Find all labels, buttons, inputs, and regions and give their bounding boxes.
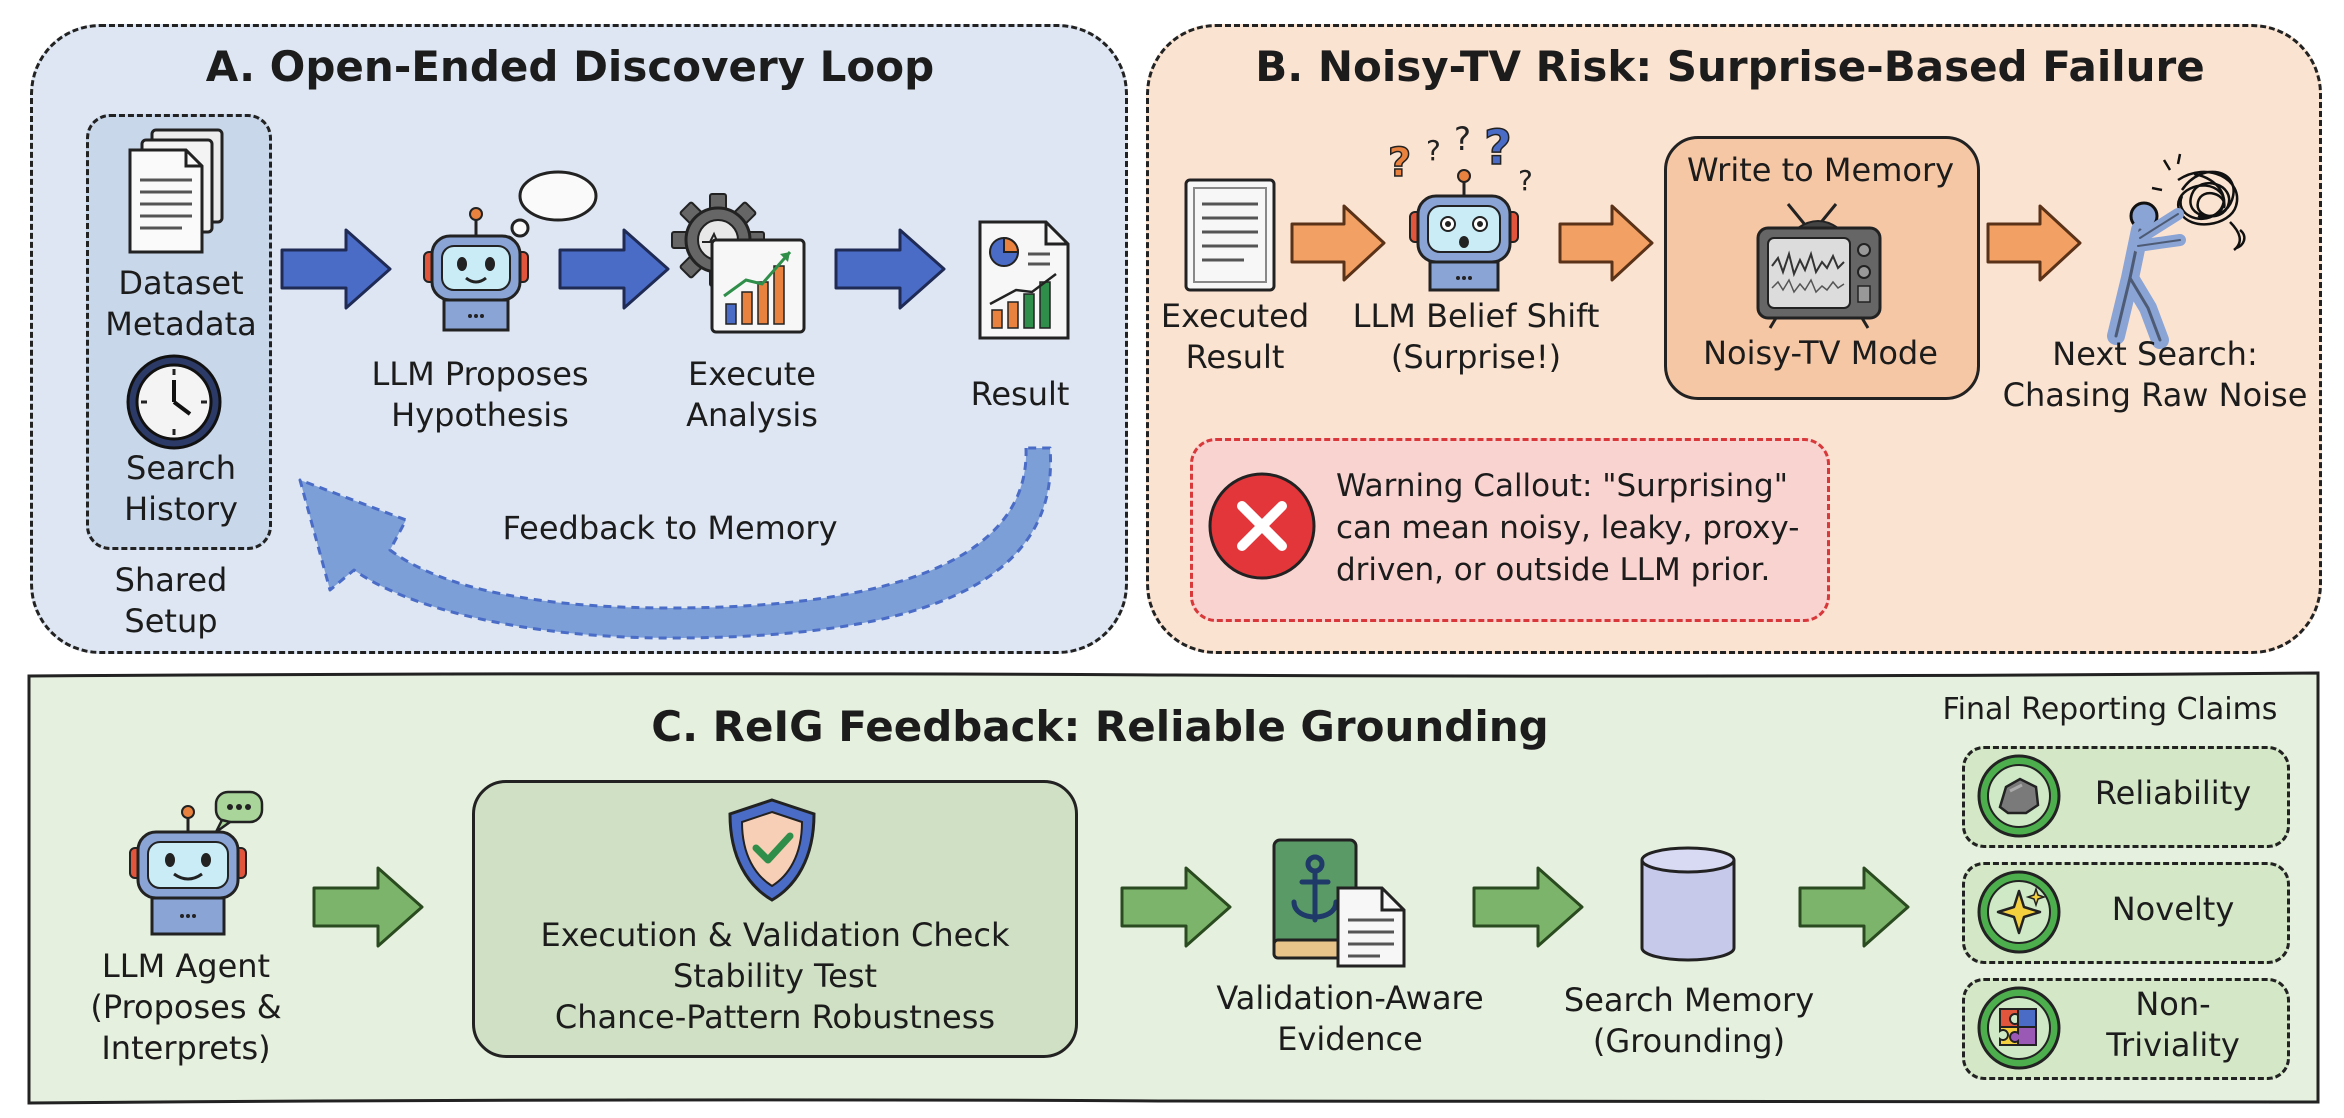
panel-a-title: A. Open-Ended Discovery Loop xyxy=(205,42,935,91)
llm-proposes-label-2: Hypothesis xyxy=(391,396,569,434)
executed-result-label-2: Result xyxy=(1185,338,1285,376)
claim-nontriviality-label: Non-Triviality xyxy=(2072,984,2274,1066)
shared-setup-label-1: Shared xyxy=(114,561,228,599)
next-search-label-1: Next Search: xyxy=(2052,335,2258,373)
svg-text:?: ? xyxy=(1454,120,1471,158)
arrow-green-2 xyxy=(1120,866,1232,948)
svg-text:?: ? xyxy=(1484,120,1512,176)
check-label-1: Execution & Validation Check xyxy=(540,916,1010,954)
claim-nontriviality-text: Non-Triviality xyxy=(2106,985,2240,1064)
surprised-robot-icon: ? ? ? ? ? xyxy=(1387,119,1533,292)
execute-analysis-label-2: Analysis xyxy=(686,396,818,434)
arrow-blue-1 xyxy=(280,228,392,310)
arrow-orange-2 xyxy=(1558,204,1654,282)
check-label-3: Chance-Pattern Robustness xyxy=(554,998,996,1036)
panel-c-title: C. ReIG Feedback: Reliable Grounding xyxy=(651,702,1549,751)
arrow-blue-2 xyxy=(558,228,670,310)
claims-title: Final Reporting Claims xyxy=(1942,692,2278,727)
check-label-2: Stability Test xyxy=(672,957,878,995)
belief-shift-label-1: LLM Belief Shift xyxy=(1352,297,1600,335)
llm-agent-label-1: LLM Agent xyxy=(101,947,271,985)
puzzle-icon xyxy=(1977,986,2061,1070)
search-history-label-2: History xyxy=(124,490,238,528)
warning-line-3: driven, or outside LLM prior. xyxy=(1336,552,1771,588)
svg-text:?: ? xyxy=(1426,134,1441,167)
dataset-label-2: Metadata xyxy=(105,305,257,343)
database-icon xyxy=(1640,846,1736,962)
shared-setup-label-2: Setup xyxy=(124,602,218,640)
arrow-orange-1 xyxy=(1290,204,1386,282)
close-circle-icon xyxy=(1208,472,1316,580)
documents-icon xyxy=(128,128,224,254)
warning-line-1: Warning Callout: "Surprising" xyxy=(1336,468,1788,504)
gear-chart-icon xyxy=(671,193,806,334)
svg-text:?: ? xyxy=(1518,164,1533,197)
result-label: Result xyxy=(970,375,1070,413)
arrow-green-4 xyxy=(1798,866,1910,948)
arrow-green-1 xyxy=(312,866,424,948)
anchor-evidence-icon xyxy=(1272,838,1406,968)
next-search-label-2: Chasing Raw Noise xyxy=(2002,376,2308,414)
shield-check-icon xyxy=(728,798,816,902)
feedback-curved-arrow xyxy=(298,446,1053,640)
panel-b-title: B. Noisy-TV Risk: Surprise-Based Failure xyxy=(1255,42,2205,91)
robot-agent-icon xyxy=(129,790,264,936)
llm-agent-label-2: (Proposes & xyxy=(90,988,282,1026)
belief-shift-label-2: (Surprise!) xyxy=(1390,338,1562,376)
sparkle-icon xyxy=(1977,870,2061,954)
noisy-tv-mode-label: Noisy-TV Mode xyxy=(1703,334,1938,372)
warning-line-2: can mean noisy, leaky, proxy- xyxy=(1336,510,1800,546)
llm-agent-label-3: Interprets) xyxy=(101,1029,271,1067)
executed-result-label-1: Executed xyxy=(1160,297,1310,335)
search-history-label-1: Search xyxy=(126,449,236,487)
executed-result-icon xyxy=(1184,178,1276,292)
claim-novelty-label: Novelty xyxy=(2111,890,2235,928)
search-memory-label-2: (Grounding) xyxy=(1592,1022,1786,1060)
clock-icon xyxy=(126,354,222,450)
robot-thinking-icon xyxy=(423,170,598,332)
execute-analysis-label-1: Execute xyxy=(688,355,816,393)
chasing-noise-icon xyxy=(2107,153,2246,349)
arrow-blue-3 xyxy=(834,228,946,310)
write-to-memory-label: Write to Memory xyxy=(1686,151,1955,189)
noisy-tv-box xyxy=(1664,136,1980,400)
search-memory-label-1: Search Memory xyxy=(1563,981,1815,1019)
result-document-icon xyxy=(978,220,1070,340)
rock-icon xyxy=(1977,754,2061,838)
arrow-green-3 xyxy=(1472,866,1584,948)
noisy-tv-icon xyxy=(1756,203,1882,329)
evidence-label-1: Validation-Aware xyxy=(1216,979,1484,1017)
feedback-label: Feedback to Memory xyxy=(502,509,838,547)
arrow-orange-3 xyxy=(1986,204,2082,282)
evidence-label-2: Evidence xyxy=(1277,1020,1423,1058)
llm-proposes-label-1: LLM Proposes xyxy=(371,355,589,393)
svg-text:?: ? xyxy=(1388,140,1411,186)
claim-reliability-label: Reliability xyxy=(2094,774,2252,812)
dataset-label-1: Dataset xyxy=(118,264,244,302)
